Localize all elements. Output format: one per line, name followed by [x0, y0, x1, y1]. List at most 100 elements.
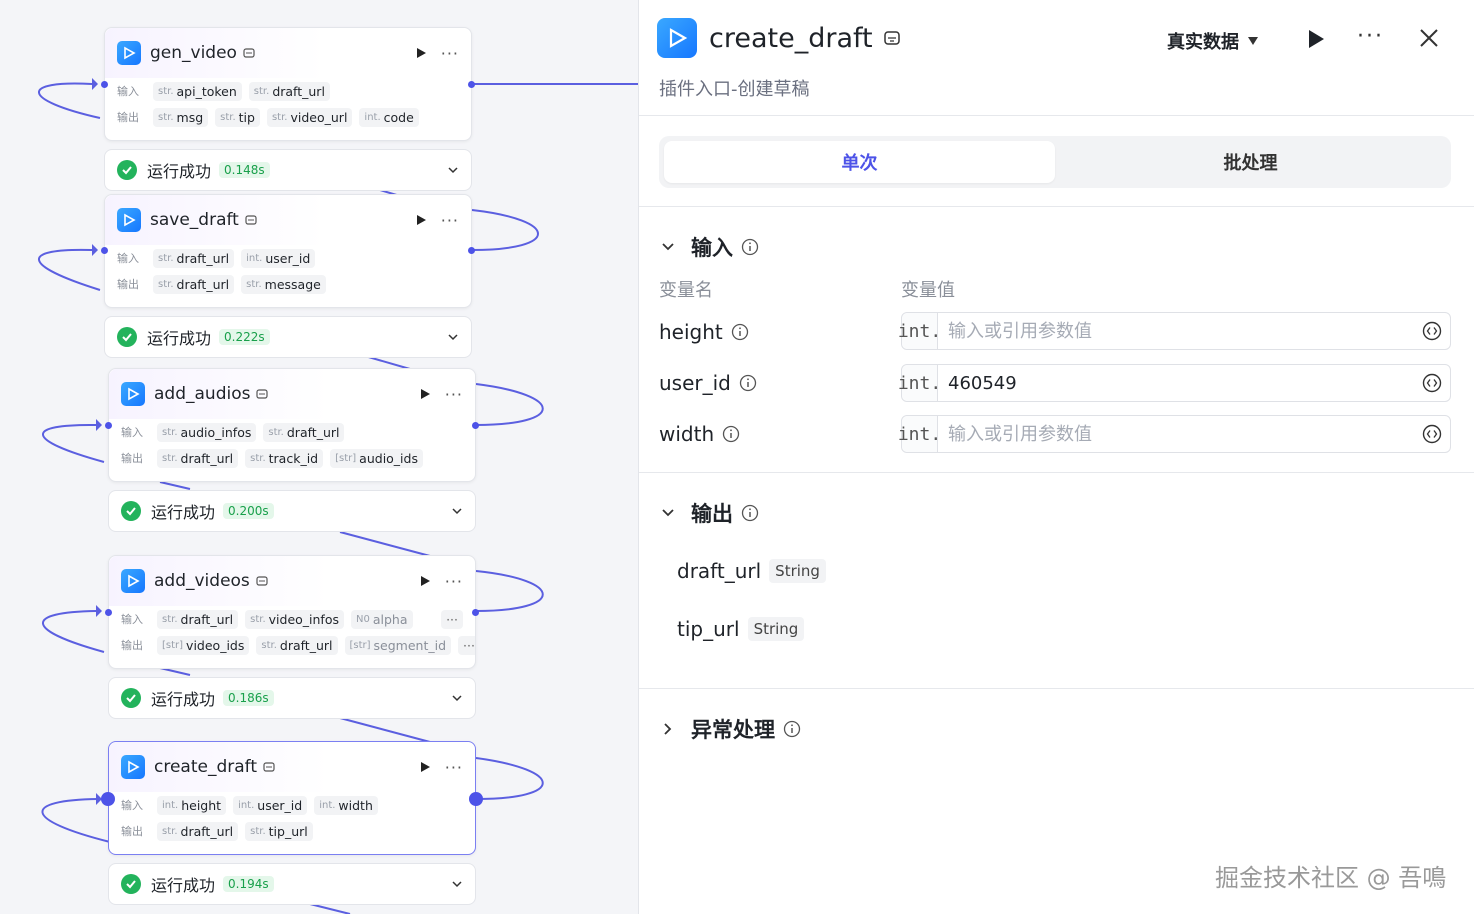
tag-icon	[256, 389, 269, 399]
close-icon[interactable]	[1419, 28, 1439, 48]
more-icon[interactable]: ···	[444, 571, 463, 591]
plugin-icon	[121, 755, 145, 779]
run-result[interactable]: 运行成功 0.186s	[108, 677, 476, 719]
input-section-header[interactable]: 输入	[661, 232, 759, 262]
run-result[interactable]: 运行成功 0.222s	[104, 316, 472, 358]
output-port[interactable]	[472, 422, 479, 429]
more-icon[interactable]: ···	[440, 210, 459, 230]
param-pill: int.user_id	[241, 248, 316, 268]
edge-out-save-draft	[471, 209, 539, 251]
node-create-draft[interactable]: create_draft ··· 输入 int.height int.user_…	[101, 741, 483, 855]
more-icon[interactable]: ···	[1357, 24, 1384, 49]
run-result[interactable]: 运行成功 0.194s	[108, 863, 476, 905]
param-pill: str.video_url	[266, 107, 353, 127]
node-add-videos[interactable]: add_videos ··· 输入 str.draft_url str.vide…	[105, 555, 479, 669]
run-icon[interactable]	[419, 388, 431, 400]
info-icon[interactable]	[722, 425, 740, 443]
param-pill: str.audio_infos	[157, 422, 257, 442]
output-port[interactable]	[472, 609, 479, 616]
param-pill: [str]audio_ids	[330, 448, 423, 468]
type-badge: int.	[898, 313, 941, 349]
chevron-down-icon[interactable]	[451, 692, 463, 704]
node-add-audios[interactable]: add_audios ··· 输入 str.audio_infos str.dr…	[105, 368, 479, 482]
run-icon[interactable]	[419, 761, 431, 773]
node-outputs: 输出 [str]video_ids str.draft_url [str]seg…	[109, 632, 475, 658]
user-id-field: int.	[898, 364, 1451, 402]
type-badge: int.	[898, 416, 941, 452]
node-gen-video[interactable]: gen_video ··· 输入 str.api_token str.draft…	[101, 27, 475, 141]
info-icon[interactable]	[739, 374, 757, 392]
input-port[interactable]	[101, 81, 108, 88]
plugin-icon	[657, 18, 697, 58]
plugin-icon	[121, 382, 145, 406]
param-pill: str.tip_url	[245, 821, 313, 841]
input-port[interactable]	[101, 247, 108, 254]
run-icon[interactable]	[1307, 29, 1325, 49]
caret-down-icon	[1248, 37, 1258, 45]
height-input[interactable]	[948, 320, 1422, 342]
edge-loop-gen-video	[38, 82, 101, 119]
param-pill: str.draft_url	[248, 81, 330, 101]
data-source-select[interactable]: 真实数据	[1167, 28, 1259, 54]
chevron-down-icon[interactable]	[451, 878, 463, 890]
edge-loop-create-draft	[41, 798, 111, 843]
more-params-button[interactable]: ···	[458, 635, 475, 655]
error-section-header[interactable]: 异常处理	[661, 714, 801, 744]
chevron-down-icon[interactable]	[451, 505, 463, 517]
user-id-input[interactable]	[948, 372, 1422, 394]
variable-ref-icon[interactable]	[1422, 424, 1442, 444]
variable-ref-icon[interactable]	[1422, 321, 1442, 341]
param-pill: str.draft_url	[153, 274, 235, 294]
param-pill: str.tip	[215, 107, 260, 127]
info-icon[interactable]	[731, 323, 749, 341]
run-result[interactable]: 运行成功 0.148s	[104, 149, 472, 191]
more-icon[interactable]: ···	[444, 757, 463, 777]
tab-batch[interactable]: 批处理	[1223, 153, 1278, 174]
run-icon[interactable]	[419, 575, 431, 587]
type-badge: int.	[898, 365, 941, 401]
chevron-down-icon[interactable]	[447, 164, 459, 176]
var-name: height	[659, 320, 749, 344]
output-port[interactable]	[468, 81, 475, 88]
param-pill: str.msg	[153, 107, 209, 127]
run-icon[interactable]	[415, 47, 427, 59]
info-icon[interactable]	[741, 504, 759, 522]
node-save-draft[interactable]: save_draft ··· 输入 str.draft_url int.user…	[101, 194, 475, 308]
chevron-down-icon[interactable]	[447, 331, 459, 343]
success-icon	[121, 688, 141, 708]
output-port[interactable]	[469, 792, 483, 806]
tag-icon	[256, 576, 268, 586]
node-detail-panel: create_draft 插件入口-创建草稿 真实数据 ··· 单次 批处理 输…	[638, 0, 1474, 914]
column-header-name: 变量名	[659, 280, 713, 301]
run-icon[interactable]	[415, 214, 427, 226]
info-icon[interactable]	[783, 720, 801, 738]
success-icon	[117, 327, 137, 347]
tab-single[interactable]: 单次	[664, 141, 1055, 183]
edge-out-create-draft	[475, 757, 544, 800]
node-outputs: 输出 str.msg str.tip str.video_url int.cod…	[105, 104, 471, 130]
input-port[interactable]	[105, 609, 112, 616]
output-section-header[interactable]: 输出	[661, 498, 759, 528]
param-pill: str.message	[241, 274, 326, 294]
info-icon[interactable]	[741, 238, 759, 256]
run-time-badge: 0.194s	[223, 876, 274, 892]
more-params-button[interactable]: ···	[441, 609, 463, 629]
edge-diag-2	[364, 355, 411, 370]
edge-diag-3	[159, 481, 191, 490]
param-pill: str.api_token	[153, 81, 242, 101]
node-title: gen_video	[150, 43, 237, 63]
width-input[interactable]	[948, 423, 1422, 445]
tag-icon	[245, 215, 257, 225]
run-time-badge: 0.186s	[223, 690, 274, 706]
more-icon[interactable]: ···	[444, 384, 463, 404]
input-port[interactable]	[101, 792, 115, 806]
input-port[interactable]	[105, 422, 112, 429]
success-icon	[117, 160, 137, 180]
plugin-icon	[121, 569, 145, 593]
workflow-canvas[interactable]: gen_video ··· 输入 str.api_token str.draft…	[0, 0, 638, 914]
more-icon[interactable]: ···	[440, 43, 459, 63]
run-result[interactable]: 运行成功 0.200s	[108, 490, 476, 532]
param-pill: str.draft_url	[157, 609, 239, 629]
variable-ref-icon[interactable]	[1422, 373, 1442, 393]
output-port[interactable]	[468, 247, 475, 254]
